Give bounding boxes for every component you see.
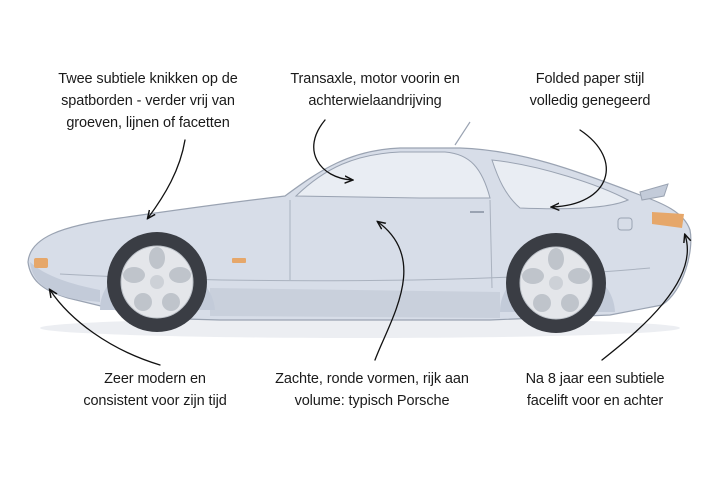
annotation-line: volledig genegeerd xyxy=(529,93,651,109)
annotation-line: volume: typisch Porsche xyxy=(294,393,450,409)
annotation-line: consistent voor zijn tijd xyxy=(83,393,227,409)
fuel-cap xyxy=(617,217,633,231)
arrow-bottom-right xyxy=(601,235,687,361)
annotation-top-right: Folded paper stijl volledig genegeerd xyxy=(500,68,680,112)
arrow-top-center xyxy=(313,119,352,180)
annotation-top-center: Transaxle, motor voorin en achterwielaan… xyxy=(270,68,480,112)
arrow-top-right xyxy=(552,129,607,207)
annotation-bottom-center: Zachte, ronde vormen, rijk aan volume: t… xyxy=(262,368,482,412)
antenna xyxy=(454,121,471,146)
rear-spoiler xyxy=(639,183,669,201)
annotation-line: Folded paper stijl xyxy=(535,71,645,87)
rear-light xyxy=(652,212,684,228)
annotation-line: Zachte, ronde vormen, rijk aan xyxy=(275,371,469,387)
windshield-and-side-window xyxy=(294,151,491,199)
annotation-line: groeven, lijnen of facetten xyxy=(66,115,230,131)
arrow-bottom-center xyxy=(374,222,405,361)
car-sill xyxy=(210,288,500,318)
front-indicator xyxy=(34,258,48,268)
annotation-line: Transaxle, motor voorin en xyxy=(290,71,460,87)
front-wheel xyxy=(100,232,215,332)
annotation-line: Na 8 jaar een subtiele xyxy=(525,371,665,387)
rear-quarter-window xyxy=(491,159,630,210)
door-line xyxy=(289,199,493,289)
arrow-bottom-left xyxy=(50,290,161,366)
annotation-bottom-right: Na 8 jaar een subtiele facelift voor en … xyxy=(500,368,690,412)
annotation-top-left: Twee subtiele knikken op de spatborden -… xyxy=(28,68,268,134)
annotation-line: Twee subtiele knikken op de xyxy=(58,71,238,87)
annotation-bottom-left: Zeer modern en consistent voor zijn tijd xyxy=(60,368,250,412)
annotation-line: spatborden - verder vrij van xyxy=(61,93,235,109)
side-marker xyxy=(232,258,246,263)
annotation-line: Zeer modern en xyxy=(104,371,206,387)
annotation-line: achterwielaandrijving xyxy=(308,93,442,109)
annotation-line: facelift voor en achter xyxy=(526,393,664,409)
ground-shadow xyxy=(40,318,680,338)
arrow-top-left xyxy=(148,139,186,218)
rear-wheel xyxy=(500,233,615,333)
front-bumper xyxy=(30,262,100,302)
